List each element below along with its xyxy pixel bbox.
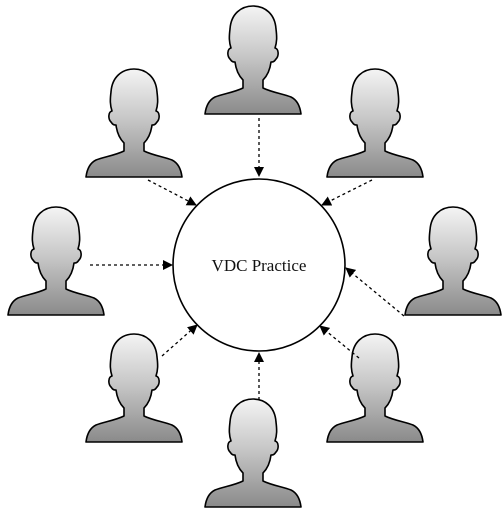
center-label: VDC Practice [212, 256, 307, 275]
arrow-upper-right [321, 179, 373, 206]
arrow-lower-right [319, 325, 360, 359]
person-silhouette-icon-left [7, 206, 105, 316]
person-silhouette-icon-upper-left [85, 68, 183, 178]
arrow-right [345, 267, 405, 317]
arrow-upper-left [147, 179, 197, 206]
person-silhouette-icon-upper-right [326, 68, 424, 178]
person-silhouette-icon-right [404, 206, 502, 316]
person-silhouette-icon-bottom [204, 398, 302, 508]
person-silhouette-icon-lower-right [326, 333, 424, 443]
arrow-lower-left [161, 324, 198, 357]
center-circle [172, 178, 346, 352]
person-silhouette-icon-top [204, 5, 302, 115]
